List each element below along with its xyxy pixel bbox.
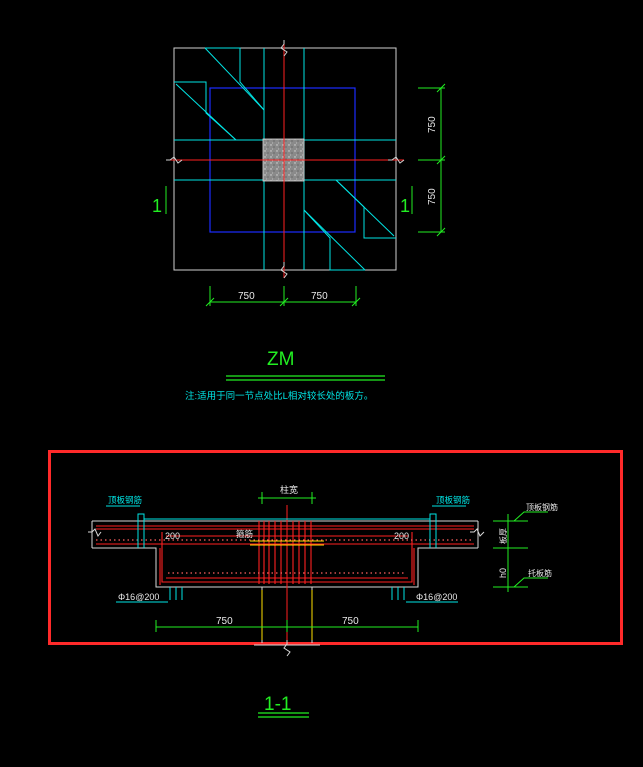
plan-dim-h2: 750 (311, 291, 328, 302)
width-200-left: 200 (165, 531, 180, 541)
section-cyan-details (137, 513, 437, 600)
top-bar-label-left: 顶板钢筋 (108, 495, 142, 505)
bar-label-left: Φ16@200 (118, 592, 159, 602)
legend-h: h0 (498, 568, 508, 578)
top-bar-label-right: 顶板钢筋 (436, 495, 470, 505)
plan-dim-vertical (418, 83, 446, 237)
plan-title: ZM (267, 349, 294, 370)
plan-dim-horizontal (205, 286, 361, 307)
section-mark-right: 1 (400, 196, 410, 216)
section-col-width-label: 柱宽 (280, 484, 298, 495)
section-column-lines (250, 540, 324, 640)
bar-label-right: Φ16@200 (416, 592, 457, 602)
section-view: 柱宽 顶板钢筋 顶板钢筋 200 200 箍筋 Φ16@200 Φ16@200 … (48, 450, 623, 718)
plan-dim-v1: 750 (427, 116, 438, 133)
plan-dim-v2: 750 (427, 188, 438, 205)
section-col-width-dim (258, 492, 316, 504)
section-dim-2: 750 (342, 616, 359, 627)
legend-mid: 板厚 (498, 528, 508, 544)
section-rebars (96, 521, 474, 585)
section-title: 1-1 (264, 694, 291, 715)
section-break-marks (88, 528, 485, 657)
plan-note: 注:适用于同一节点处比L相对较长处的板方。 (185, 390, 373, 402)
section-dim-bottom (155, 620, 419, 632)
plan-slab-outline (173, 47, 397, 271)
section-mark-left: 1 (152, 196, 162, 216)
section-dim-1: 750 (216, 616, 233, 627)
plan-break-marks (166, 40, 405, 279)
section-legend-lines (493, 511, 548, 592)
plan-dim-h1: 750 (238, 291, 255, 302)
stirrup-label: 箍筋 (236, 529, 253, 539)
plan-view: 1 1 750 750 750 750 ZM (152, 40, 446, 402)
legend-top: 顶板钢筋 (526, 502, 558, 512)
plan-axis-lines (166, 40, 404, 278)
width-200-right: 200 (394, 531, 409, 541)
highlight-frame (48, 450, 623, 645)
legend-bot: 托板筋 (528, 568, 552, 578)
section-dotted-bars (96, 539, 474, 574)
